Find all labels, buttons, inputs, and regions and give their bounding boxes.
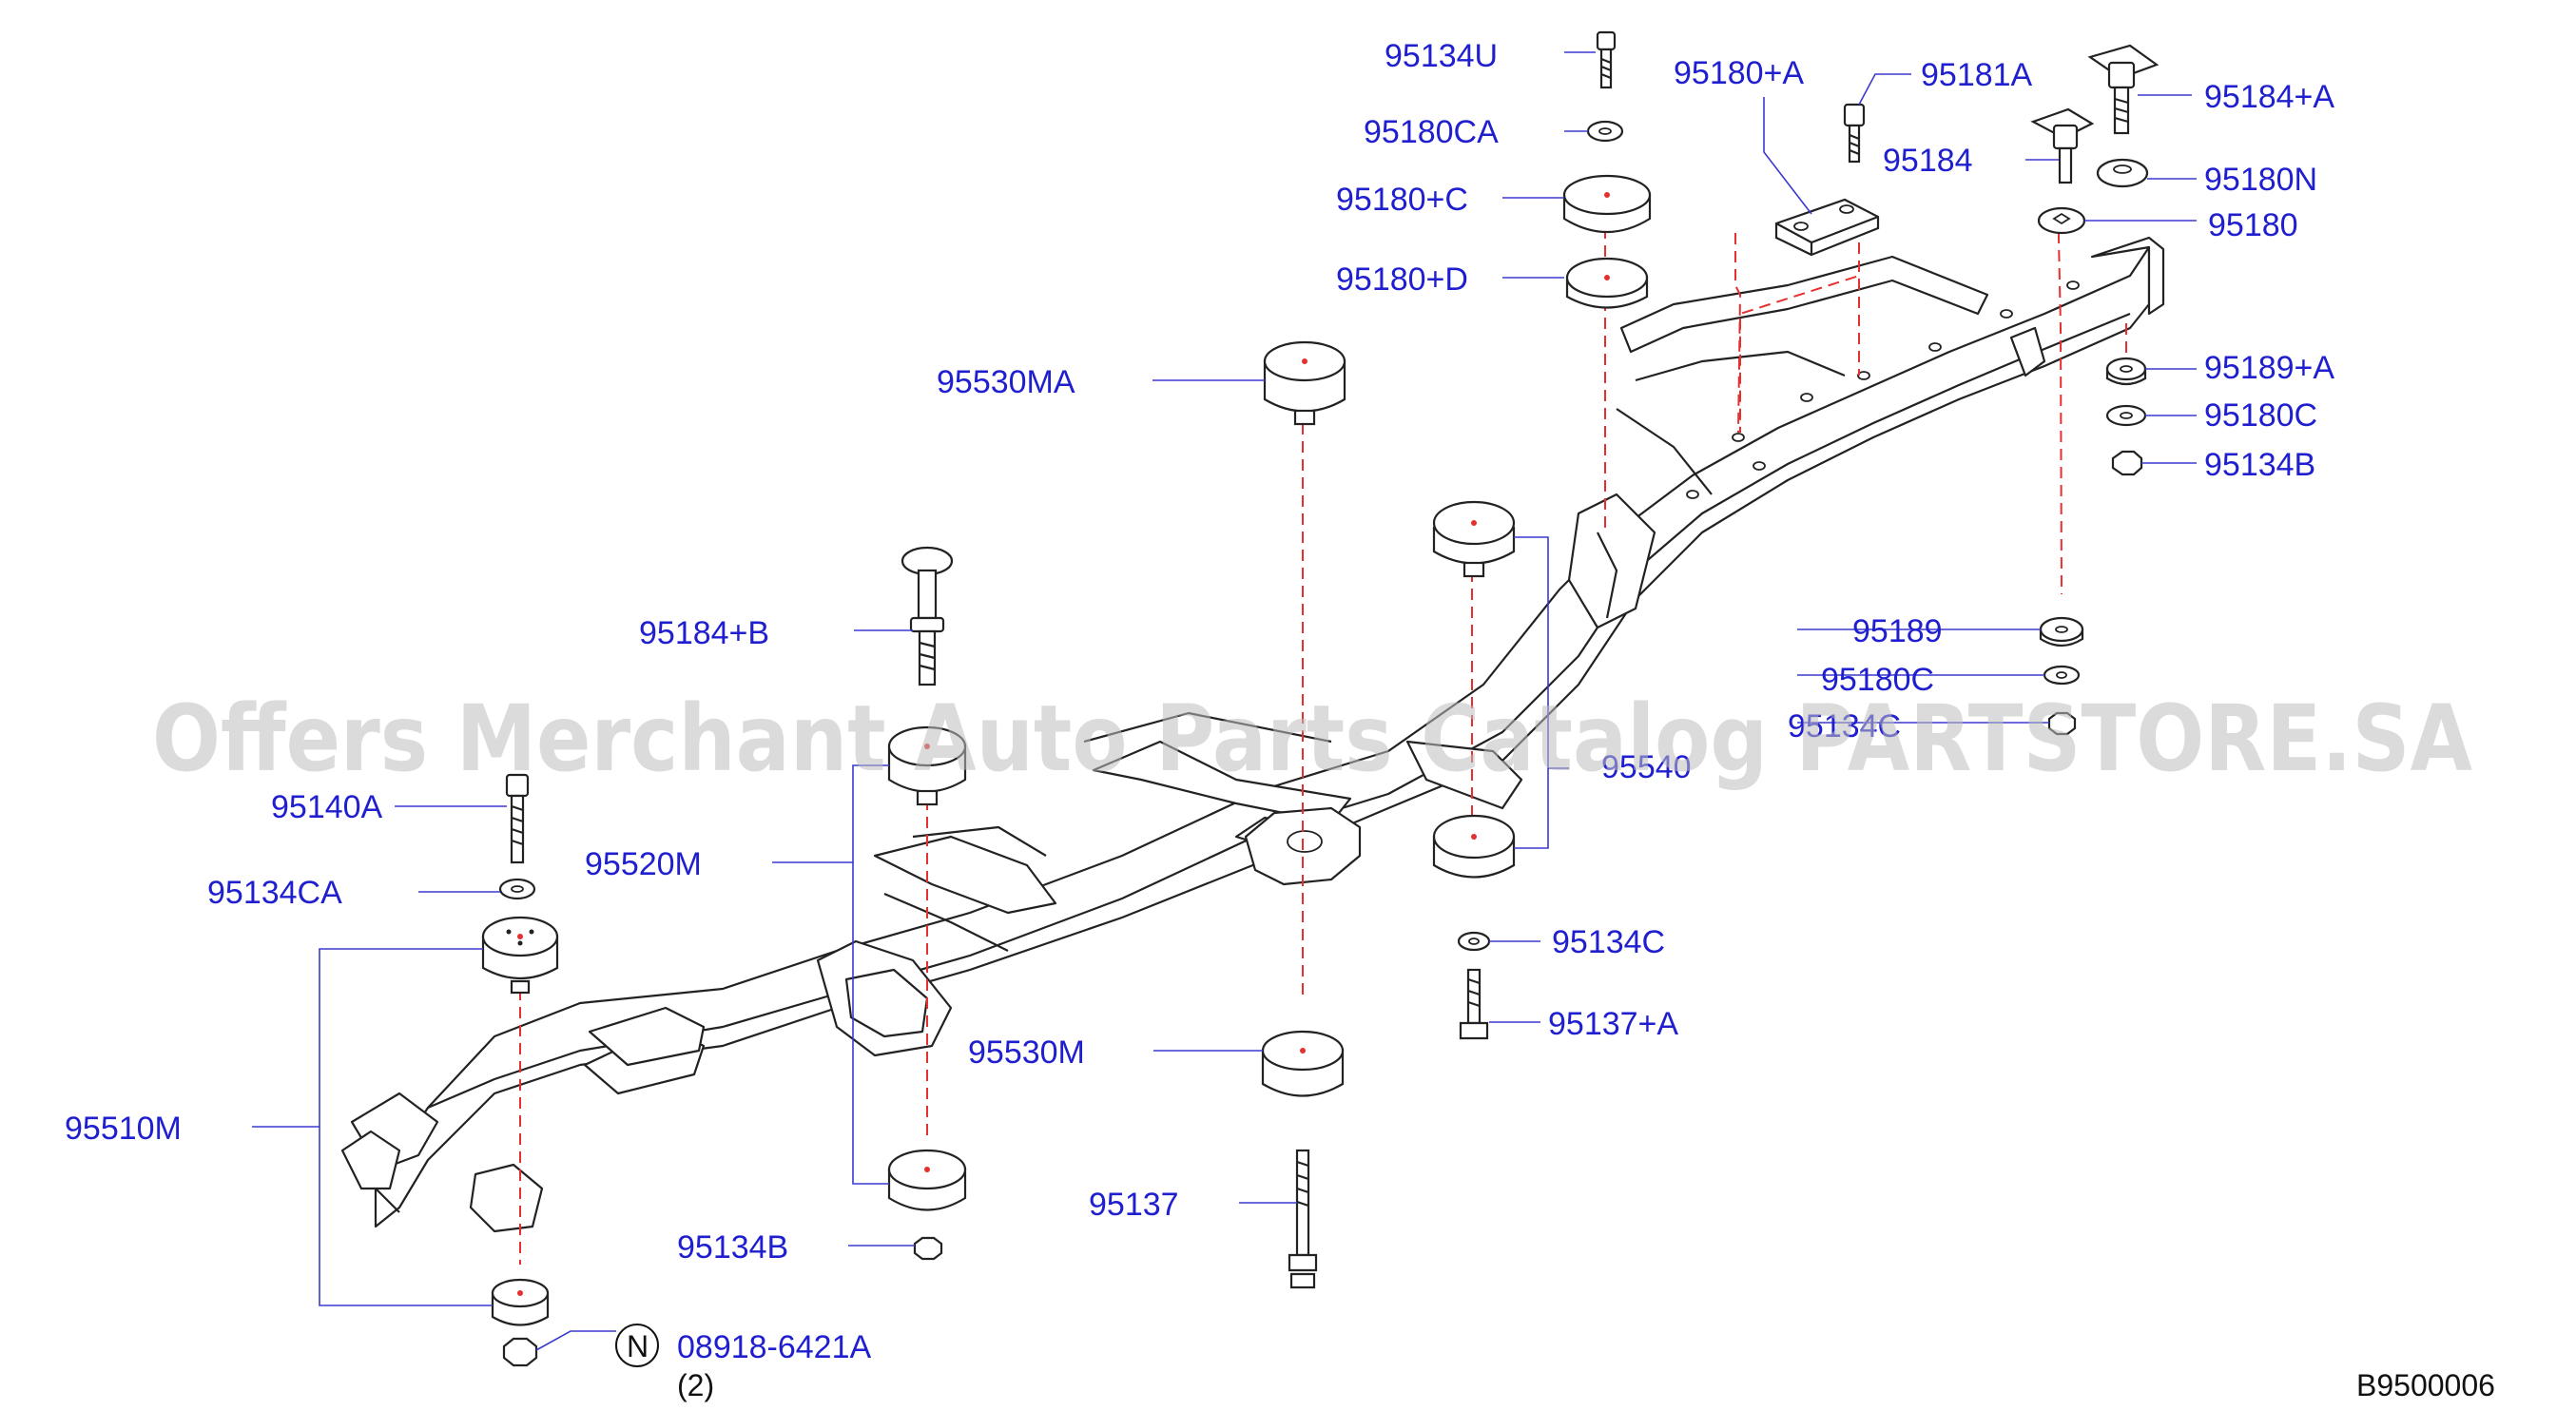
nut-95134B-icon xyxy=(2111,450,2143,476)
chassis-frame xyxy=(340,236,2165,1233)
nut-95134C-icon xyxy=(2047,711,2077,736)
label-95137-plus-a: 95137+A xyxy=(1548,1006,1678,1042)
label-95180-plus-a: 95180+A xyxy=(1674,55,1804,91)
bolt-95184B-icon xyxy=(901,546,954,686)
label-95140A: 95140A xyxy=(271,789,383,825)
washer-95180-icon xyxy=(2037,206,2086,235)
label-08918-6421A: 08918-6421A xyxy=(677,1329,872,1365)
bolt-95134U-icon xyxy=(1596,30,1617,89)
label-95134CA: 95134CA xyxy=(207,875,342,911)
label-95184: 95184 xyxy=(1883,143,1973,179)
nut-95134B-lower-icon xyxy=(913,1236,943,1261)
label-95134B: 95134B xyxy=(2204,447,2315,483)
label-95520M: 95520M xyxy=(585,846,702,882)
label-95189: 95189 xyxy=(1852,613,1943,649)
label-95134B-lower: 95134B xyxy=(677,1229,788,1266)
bushing-95510M-lower-icon xyxy=(491,1278,550,1326)
plate-95180A-icon xyxy=(1774,198,1880,257)
mount-95510M-upper-icon xyxy=(481,916,559,995)
bolt-95181A-icon xyxy=(1843,103,1866,164)
label-95184-plus-b: 95184+B xyxy=(639,615,769,651)
clip-95184A-icon xyxy=(2087,44,2160,135)
bolt-95137A-icon xyxy=(1459,968,1489,1040)
label-95180: 95180 xyxy=(2208,207,2298,243)
bushing-95180D-icon xyxy=(1565,257,1649,309)
mount-95520M-upper-icon xyxy=(887,725,967,806)
mount-95520M-lower-icon xyxy=(887,1149,967,1211)
labels: 95134U 95180CA 95180+C 95180+D 95180+A 9… xyxy=(65,38,2495,1402)
watermark-text: Offers Merchant Auto Parts Catalog PARTS… xyxy=(152,686,2472,792)
label-95180CA: 95180CA xyxy=(1364,114,1499,150)
bushing-95180C-upper-icon xyxy=(1562,174,1652,233)
bushing-95189-icon xyxy=(2039,616,2084,648)
label-95180-plus-d: 95180+D xyxy=(1336,261,1468,298)
n-symbol: N xyxy=(627,1329,649,1363)
diagram-code: B9500006 xyxy=(2356,1368,2495,1402)
label-95180C: 95180C xyxy=(2204,397,2317,434)
parts xyxy=(481,30,2160,1367)
label-95189-plus-a: 95189+A xyxy=(2204,350,2334,386)
bushing-95189A-icon xyxy=(2105,357,2147,386)
label-95134C: 95134C xyxy=(1552,924,1665,960)
label-95530M: 95530M xyxy=(968,1034,1085,1071)
bolt-95140A-icon xyxy=(505,773,530,864)
n-symbol-circle xyxy=(615,1324,659,1367)
label-quantity: (2) xyxy=(677,1368,714,1402)
label-95184-plus-a: 95184+A xyxy=(2204,79,2334,115)
label-95180-plus-c: 95180+C xyxy=(1336,182,1468,218)
label-95180C-lower: 95180C xyxy=(1821,662,1934,698)
label-95134U: 95134U xyxy=(1385,38,1498,74)
label-95181A: 95181A xyxy=(1921,57,2033,93)
nut-08918-6421A-icon xyxy=(502,1337,538,1367)
mount-95540M-upper-icon xyxy=(1432,500,1516,578)
label-95530MA: 95530MA xyxy=(937,364,1075,400)
bolt-95137-icon xyxy=(1288,1149,1318,1289)
label-95540M-partial: 95540 xyxy=(1601,749,1692,785)
clip-95184-icon xyxy=(2030,107,2095,184)
label-95134C-partial: 95134C xyxy=(1788,708,1901,744)
leader-lines xyxy=(252,51,2197,1351)
centerlines xyxy=(519,209,2127,1265)
label-95180N: 95180N xyxy=(2204,162,2317,198)
mount-95530MA-icon xyxy=(1263,340,1346,426)
mount-95540M-lower-icon xyxy=(1432,814,1516,879)
mount-95530M-icon xyxy=(1261,1030,1345,1097)
washer-95180N-icon xyxy=(2096,158,2149,188)
label-95510M: 95510M xyxy=(65,1111,182,1147)
label-95137: 95137 xyxy=(1089,1187,1179,1223)
